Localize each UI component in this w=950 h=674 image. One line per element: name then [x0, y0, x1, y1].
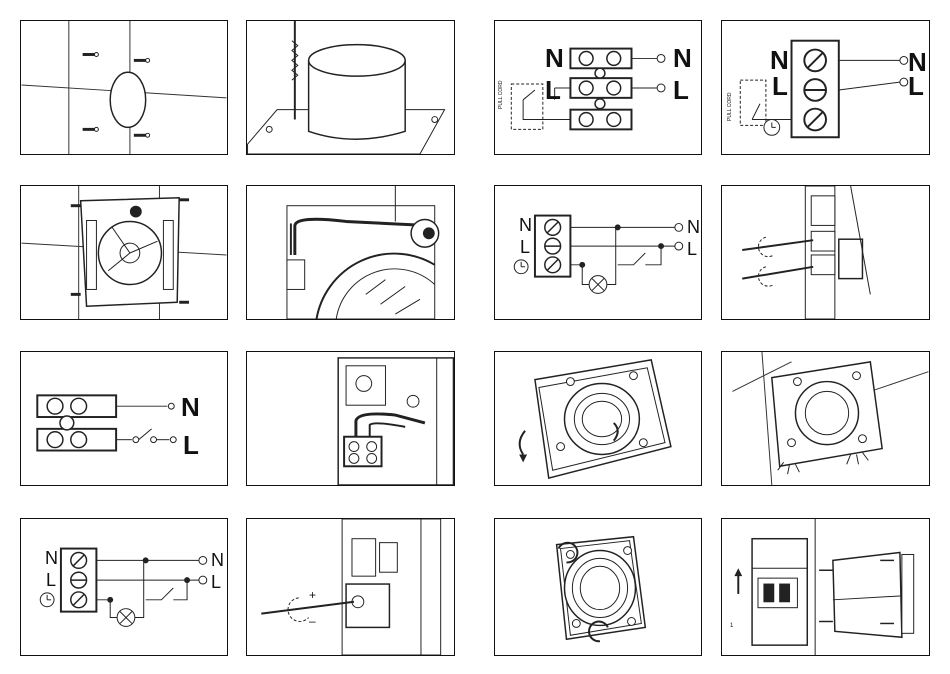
neutral-label: N — [181, 394, 200, 420]
wiring-diagram-light-switch-timer: N L N L — [20, 518, 228, 656]
front-panel-rotate-illustration — [495, 519, 701, 655]
timer-clock-icon — [40, 593, 54, 607]
wall-drilling-illustration — [21, 21, 227, 154]
neutral-label: N — [545, 45, 564, 71]
wiring-diagram-pull-cord-terminal: N L N L PULL CORD — [494, 20, 702, 155]
neutral-label: N — [770, 47, 789, 73]
switch-icon — [752, 104, 791, 120]
screw-icon — [83, 127, 99, 131]
plus-label: + — [309, 589, 316, 601]
screwdriver-icon — [742, 240, 813, 250]
circuit-breaker-icon — [752, 539, 807, 645]
live-label: L — [46, 571, 56, 589]
minus-label: – — [309, 615, 316, 627]
step-attach-front-panel — [494, 351, 702, 486]
neutral-label: N — [687, 218, 700, 236]
screw-icon — [134, 58, 150, 62]
step-snap-front-panel — [721, 351, 930, 486]
lamp-icon — [117, 609, 135, 627]
switch-icon — [146, 580, 187, 600]
snap-front-panel-illustration — [722, 352, 929, 485]
adjust-trimmer-illustration — [247, 519, 454, 655]
live-label: L — [908, 73, 924, 99]
live-label: L — [772, 73, 788, 99]
switch-icon — [139, 429, 152, 440]
screwdriver-icon — [261, 602, 354, 614]
arrow-icon — [520, 431, 525, 455]
timer-clock-icon — [514, 260, 528, 274]
lamp-icon — [589, 276, 607, 294]
live-label: L — [673, 77, 689, 103]
wiring-diagram-pull-cord-timer: N L N L PULL CORD — [721, 20, 930, 155]
drill-duct-illustration — [247, 21, 454, 154]
live-label: L — [211, 573, 221, 591]
neutral-label: N — [673, 45, 692, 71]
live-label: L — [183, 432, 199, 458]
switch-icon — [618, 246, 661, 265]
step-wall-drilling — [20, 20, 228, 155]
pull-cord-timer-wiring-svg — [722, 21, 929, 154]
wiring-diagram-terminal-switch: N L — [20, 351, 228, 486]
live-label: L — [520, 238, 530, 256]
step-front-panel-rotate — [494, 518, 702, 656]
neutral-label: N — [45, 549, 58, 567]
screw-icon — [134, 133, 150, 137]
step-adjust-trimmer: + – — [246, 518, 455, 656]
pull-cord-label: PULL CORD — [499, 81, 504, 109]
neutral-label: N — [211, 551, 224, 569]
cable-routing-illustration — [247, 186, 454, 319]
timer-adjust-illustration — [722, 186, 929, 319]
breaker-mark-label: 1 — [730, 623, 733, 629]
step-mount-base — [20, 185, 228, 320]
breaker-and-cover-illustration — [722, 519, 929, 655]
screwdriver-icon — [742, 267, 813, 279]
step-cable-routing — [246, 185, 455, 320]
attach-front-panel-illustration — [495, 352, 701, 485]
step-terminal-closeup — [246, 351, 455, 486]
timer-clock-icon — [764, 120, 780, 136]
mount-base-illustration — [21, 186, 227, 319]
screw-icon — [83, 53, 99, 57]
step-breaker-and-cover: 1 — [721, 518, 930, 656]
live-label: L — [687, 240, 697, 258]
step-timer-adjust — [721, 185, 930, 320]
pull-cord-wiring-svg — [495, 21, 701, 154]
neutral-label: N — [519, 216, 532, 234]
pull-cord-label: PULL CORD — [728, 93, 733, 121]
step-drill-duct — [246, 20, 455, 155]
terminal-closeup-illustration — [247, 352, 454, 485]
live-label: L — [545, 77, 561, 103]
wiring-diagram-light-switch: N L N L — [494, 185, 702, 320]
